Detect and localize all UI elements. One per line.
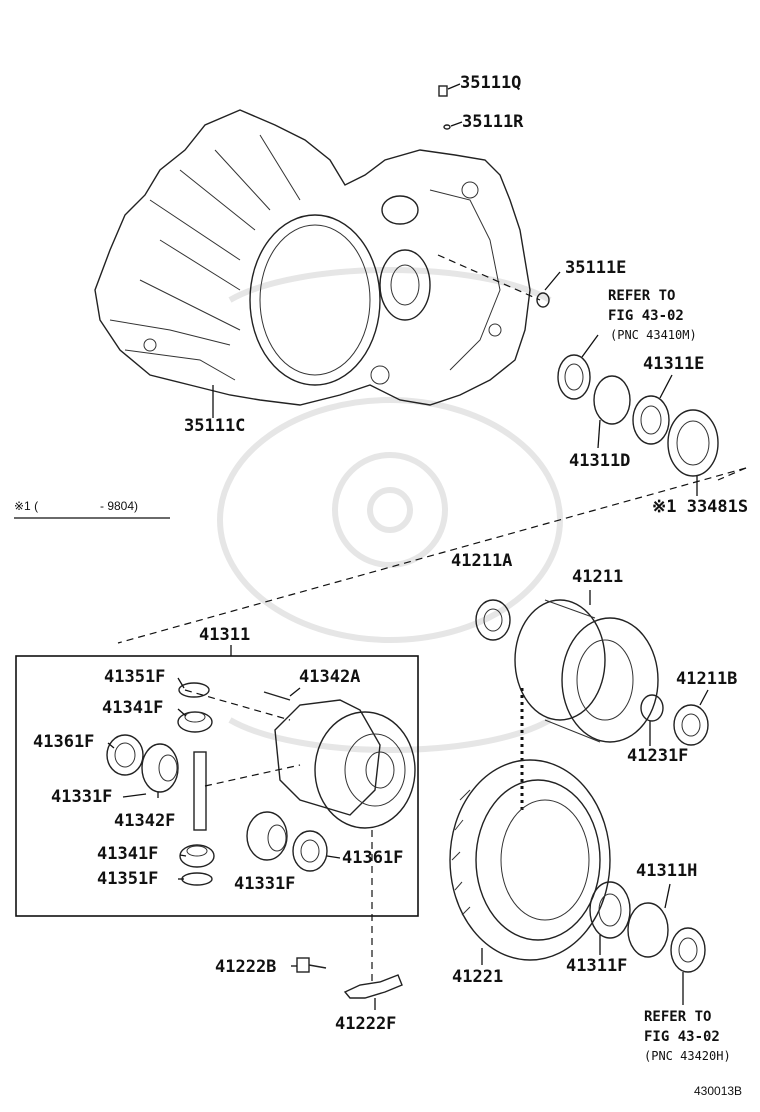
refer-note-1-line-3: (PNC 43410M) bbox=[610, 328, 697, 342]
label-35111q: 35111Q bbox=[460, 73, 521, 93]
note-applicability-right: - 9804) bbox=[100, 499, 138, 513]
label-41341f-bottom: 41341F bbox=[97, 844, 158, 864]
differential-case[interactable] bbox=[274, 699, 416, 829]
refer-note-1-line-2: FIG 43-02 bbox=[608, 308, 684, 324]
label-41311d: 41311D bbox=[569, 451, 630, 471]
note-applicability-left: ※1 ( bbox=[14, 499, 38, 513]
label-41361f-left: 41361F bbox=[33, 732, 94, 752]
side-gear-washer-41361f-left[interactable] bbox=[106, 734, 144, 776]
label-41211b: 41211B bbox=[676, 669, 737, 689]
pin-35111r[interactable] bbox=[443, 121, 463, 130]
label-41231f: 41231F bbox=[627, 746, 688, 766]
oil-seal-upper[interactable] bbox=[557, 334, 599, 400]
label-41311: 41311 bbox=[199, 625, 250, 645]
label-41311h: 41311H bbox=[636, 861, 697, 881]
label-41361f-right: 41361F bbox=[342, 848, 403, 868]
bearing-41311f[interactable] bbox=[589, 881, 631, 955]
side-gear-41331f-bottom[interactable] bbox=[246, 811, 288, 861]
label-35111c: 35111C bbox=[184, 416, 245, 436]
pinion-gear-41341f-top[interactable] bbox=[177, 711, 213, 733]
side-gear-washer-41361f-right[interactable] bbox=[292, 830, 328, 872]
shim-41311h[interactable] bbox=[627, 883, 671, 958]
label-41351f-bottom: 41351F bbox=[97, 869, 158, 889]
side-gear-41331f-left[interactable] bbox=[141, 743, 179, 798]
ring-gear-41221[interactable] bbox=[449, 759, 611, 965]
pin-41342a[interactable] bbox=[263, 687, 301, 701]
label-41211a: 41211A bbox=[451, 551, 512, 571]
refer-note-2-line-1: REFER TO bbox=[644, 1009, 711, 1025]
transaxle-case-35111c[interactable] bbox=[94, 109, 531, 406]
label-41221: 41221 bbox=[452, 967, 503, 987]
label-33481s: ※1 33481S bbox=[652, 497, 748, 517]
watermark-emblem bbox=[217, 267, 563, 753]
label-41341f-top: 41341F bbox=[102, 698, 163, 718]
bearing-41211a[interactable] bbox=[475, 599, 511, 641]
refer-note-1-line-1: REFER TO bbox=[608, 288, 675, 304]
label-35111r: 35111R bbox=[462, 112, 524, 132]
bolt-41222b[interactable] bbox=[296, 957, 327, 973]
label-41331f-bottom: 41331F bbox=[234, 874, 295, 894]
label-35111e: 35111E bbox=[565, 258, 626, 278]
label-41222b: 41222B bbox=[215, 957, 276, 977]
speedometer-drive-gear-41211[interactable] bbox=[514, 590, 659, 743]
oil-seal-lower[interactable] bbox=[670, 927, 706, 1005]
refer-note-2-line-3: (PNC 43420H) bbox=[644, 1049, 731, 1063]
bearing-41211b[interactable] bbox=[673, 689, 709, 746]
lock-plate-41222f[interactable] bbox=[343, 974, 403, 1010]
label-41311e: 41311E bbox=[643, 354, 704, 374]
label-41222f: 41222F bbox=[335, 1014, 396, 1034]
differential-assembly-box bbox=[15, 655, 419, 917]
bearing-cup-33481s[interactable] bbox=[667, 409, 719, 496]
thrust-washer-41351f-bottom[interactable] bbox=[181, 872, 213, 886]
label-41351f-top: 41351F bbox=[104, 667, 165, 687]
label-41311f: 41311F bbox=[566, 956, 627, 976]
bearing-41311e[interactable] bbox=[632, 374, 673, 445]
label-41342a: 41342A bbox=[299, 667, 360, 687]
thrust-washer-41351f-top[interactable] bbox=[178, 682, 210, 698]
pinion-gear-41341f-bottom[interactable] bbox=[179, 844, 215, 868]
seal-35111e[interactable] bbox=[536, 271, 561, 308]
refer-note-2-line-2: FIG 43-02 bbox=[644, 1029, 720, 1045]
label-41211: 41211 bbox=[572, 567, 623, 587]
shim-41311d[interactable] bbox=[593, 375, 631, 449]
plug-41231f[interactable] bbox=[640, 694, 664, 746]
pinion-shaft-41342f[interactable] bbox=[193, 751, 207, 831]
bolt-35111q[interactable] bbox=[438, 83, 461, 97]
figure-code: 430013B bbox=[694, 1084, 742, 1098]
label-41331f-left: 41331F bbox=[51, 787, 112, 807]
label-41342f: 41342F bbox=[114, 811, 175, 831]
